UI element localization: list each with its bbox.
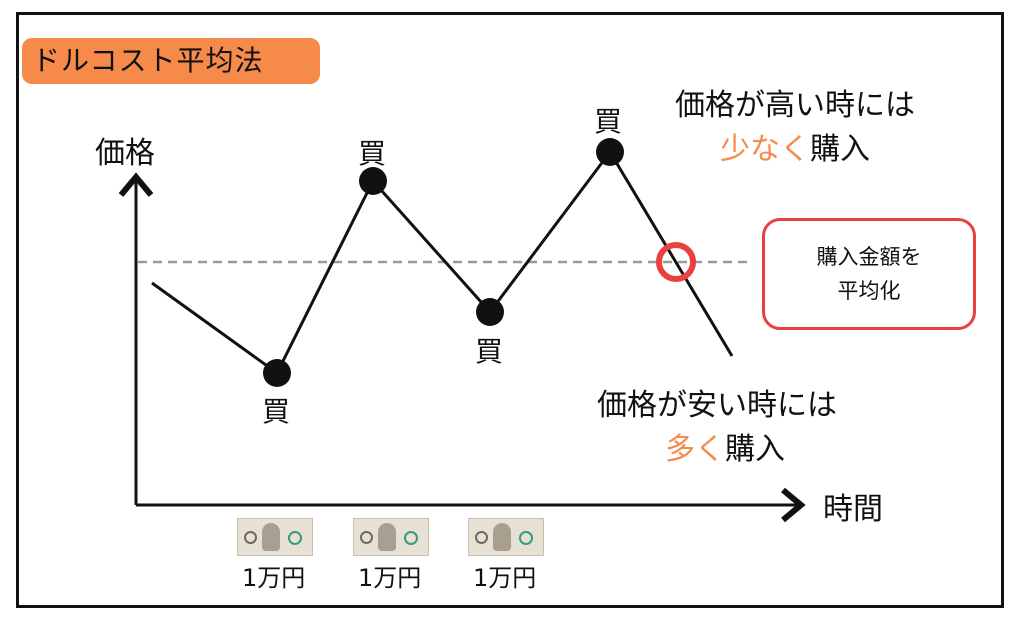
diagram-title: ドルコスト平均法 [22, 38, 320, 84]
banknote-icon [353, 518, 429, 556]
banknote-icon [468, 518, 544, 556]
emphasis-text: 少なく [720, 132, 810, 167]
amount-label: 1万円 [358, 564, 422, 592]
average-callout-box: 購入金額を 平均化 [762, 218, 976, 330]
buy-point [263, 359, 291, 387]
buy-label: 買 [594, 105, 623, 138]
emphasis-text: 多く [665, 432, 725, 467]
price-line [151, 149, 734, 376]
amount-label: 1万円 [473, 564, 537, 592]
x-axis-label: 時間 [823, 492, 883, 527]
buy-point [359, 167, 387, 195]
buy-label: 買 [358, 137, 387, 170]
diagram-frame [16, 12, 1004, 608]
low-price-note: 価格が安い時には [597, 388, 837, 423]
callout-line-2: 平均化 [837, 279, 901, 303]
banknote-icon [237, 518, 313, 556]
buy-label: 買 [475, 335, 504, 368]
action-text: 購入 [810, 132, 870, 167]
y-axis-label: 価格 [95, 136, 155, 171]
buy-point [476, 298, 504, 326]
callout-line-1: 購入金額を [816, 245, 922, 269]
low-price-action: 多く購入 [665, 424, 785, 468]
high-price-note: 価格が高い時には [675, 88, 915, 123]
action-text: 購入 [725, 432, 785, 467]
average-marker-circle [656, 242, 696, 282]
high-price-action: 少なく購入 [720, 124, 870, 168]
amount-label: 1万円 [242, 564, 306, 592]
buy-label: 買 [262, 395, 291, 428]
buy-point [596, 138, 624, 166]
